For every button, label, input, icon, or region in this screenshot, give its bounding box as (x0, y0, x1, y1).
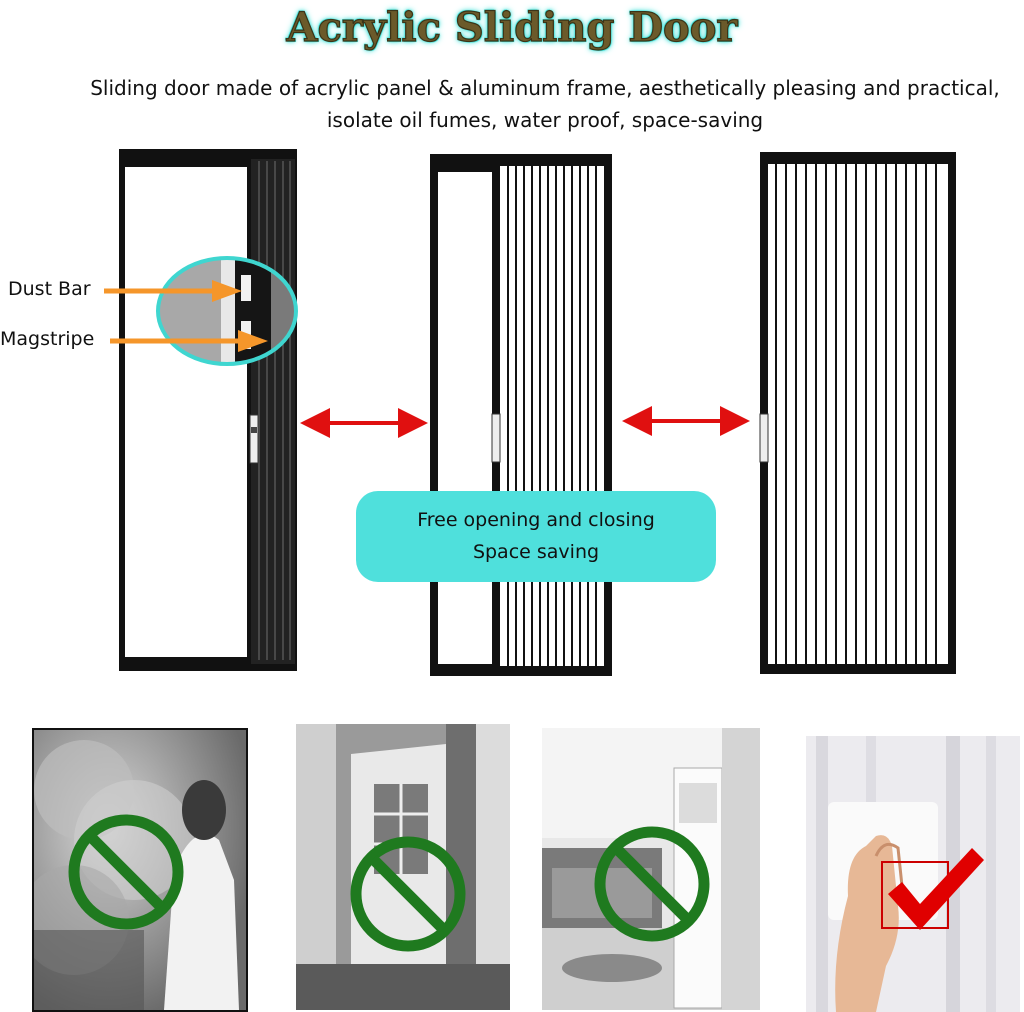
prohibited-icon (350, 836, 466, 952)
prohibited-icon (68, 814, 184, 930)
air-conditioner-photo (542, 728, 760, 1010)
room-door-photo (296, 724, 510, 1010)
double-arrow-icon (300, 408, 428, 438)
feature-line-2: Space saving (472, 541, 600, 563)
magstripe-arrow-icon (110, 330, 268, 352)
page-title: Acrylic Sliding Door (286, 3, 738, 51)
wipe-clean-photo (806, 736, 1020, 1012)
prohibited-icon (594, 826, 710, 942)
oil-fumes-photo (32, 728, 248, 1012)
dust-bar-label: Dust Bar (8, 278, 91, 300)
subtitle: Sliding door made of acrylic panel & alu… (90, 76, 1000, 132)
double-arrow-icon (622, 406, 750, 436)
magstripe-label: Magstripe (0, 328, 95, 350)
dust-bar-arrow-icon (104, 280, 242, 302)
door-open-illustration (119, 149, 297, 671)
feature-box: Free opening and closing Space saving (356, 491, 716, 582)
check-icon (888, 848, 984, 930)
door-closed-illustration (759, 152, 956, 674)
door-half-folded-illustration (430, 154, 612, 676)
feature-line-1: Free opening and closing (417, 509, 655, 531)
